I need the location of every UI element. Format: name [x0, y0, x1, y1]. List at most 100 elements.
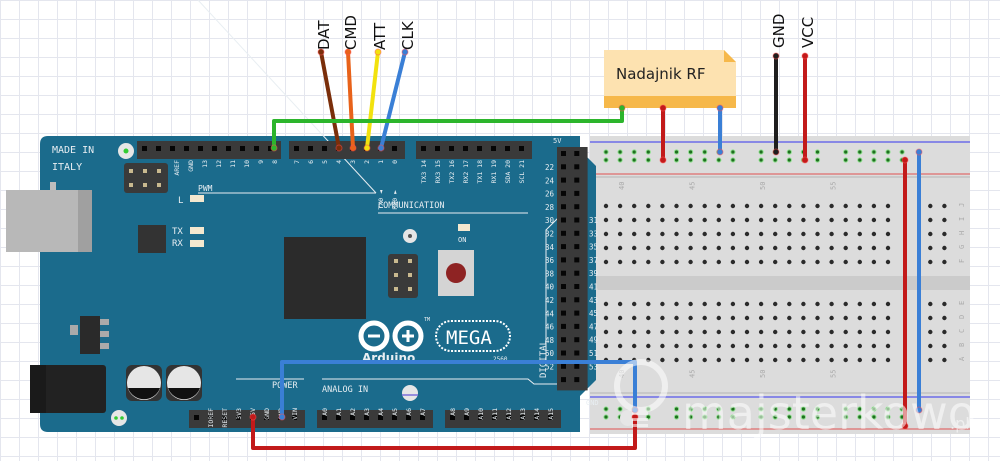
breadboard-hole[interactable] [688, 245, 693, 251]
breadboard-hole[interactable] [928, 203, 933, 209]
breadboard-hole[interactable] [716, 217, 721, 223]
breadboard-hole[interactable] [885, 301, 891, 307]
header-pin[interactable] [477, 146, 482, 151]
breadboard-hole[interactable] [942, 259, 947, 265]
breadboard-hole[interactable] [617, 203, 623, 209]
breadboard-hole[interactable] [829, 245, 834, 251]
breadboard-hole[interactable] [730, 217, 736, 223]
breadboard-hole[interactable] [617, 329, 623, 335]
breadboard-hole[interactable] [857, 231, 862, 237]
wire-endpoint[interactable] [659, 156, 667, 164]
breadboard-hole[interactable] [716, 259, 721, 265]
breadboard-hole[interactable] [857, 203, 862, 209]
breadboard-hole[interactable] [829, 259, 834, 265]
breadboard-hole[interactable] [942, 203, 947, 209]
wire-endpoint[interactable] [772, 148, 780, 156]
header-pin[interactable] [574, 190, 580, 196]
breadboard-hole[interactable] [857, 343, 862, 349]
breadboard-hole[interactable] [829, 343, 834, 349]
breadboard-hole[interactable] [885, 357, 891, 363]
breadboard-hole[interactable] [646, 259, 651, 265]
header-pin[interactable] [240, 146, 245, 151]
header-pin[interactable] [561, 297, 566, 303]
header-pin[interactable] [478, 415, 483, 420]
breadboard-hole[interactable] [885, 343, 891, 349]
breadboard-hole[interactable] [787, 259, 792, 265]
breadboard-hole[interactable] [660, 259, 665, 265]
header-pin[interactable] [561, 164, 566, 170]
breadboard-hole[interactable] [730, 343, 736, 349]
breadboard-hole[interactable] [758, 301, 764, 307]
header-pin[interactable] [574, 350, 580, 356]
breadboard-hole[interactable] [603, 343, 609, 349]
breadboard-hole[interactable] [758, 245, 764, 251]
breadboard-hole[interactable] [603, 203, 609, 209]
header-pin[interactable] [184, 146, 189, 151]
breadboard-hole[interactable] [801, 231, 806, 237]
breadboard-hole[interactable] [843, 245, 848, 251]
breadboard-hole[interactable] [730, 231, 736, 237]
header-pin[interactable] [264, 415, 269, 420]
breadboard-hole[interactable] [773, 259, 778, 265]
breadboard-hole[interactable] [773, 315, 778, 321]
breadboard-hole[interactable] [843, 259, 848, 265]
breadboard-hole[interactable] [829, 231, 834, 237]
breadboard-hole[interactable] [815, 217, 820, 223]
wire-endpoint[interactable] [374, 48, 382, 56]
header-pin[interactable] [464, 415, 469, 420]
breadboard-hole[interactable] [773, 245, 778, 251]
breadboard-hole[interactable] [942, 357, 947, 363]
breadboard-hole[interactable] [758, 357, 764, 363]
header-pin[interactable] [226, 146, 231, 151]
breadboard-hole[interactable] [660, 301, 665, 307]
header-pin[interactable] [156, 146, 161, 151]
breadboard-hole[interactable] [815, 315, 820, 321]
breadboard-hole[interactable] [857, 329, 862, 335]
breadboard-hole[interactable] [843, 357, 848, 363]
header-pin[interactable] [561, 350, 566, 356]
header-pin[interactable] [574, 270, 580, 276]
breadboard-hole[interactable] [688, 329, 693, 335]
breadboard-hole[interactable] [829, 301, 834, 307]
header-pin[interactable] [574, 297, 580, 303]
breadboard-hole[interactable] [885, 203, 891, 209]
breadboard-hole[interactable] [617, 245, 623, 251]
breadboard-hole[interactable] [801, 329, 806, 335]
header-pin[interactable] [294, 146, 299, 151]
breadboard-hole[interactable] [730, 245, 736, 251]
breadboard-hole[interactable] [928, 245, 933, 251]
header-pin[interactable] [561, 177, 566, 183]
breadboard-hole[interactable] [857, 217, 862, 223]
breadboard-hole[interactable] [603, 259, 609, 265]
breadboard-hole[interactable] [730, 203, 736, 209]
breadboard-hole[interactable] [871, 259, 877, 265]
breadboard-hole[interactable] [843, 343, 848, 349]
breadboard-hole[interactable] [603, 301, 609, 307]
breadboard-hole[interactable] [646, 343, 651, 349]
wire-endpoint[interactable] [317, 48, 325, 56]
header-pin[interactable] [449, 146, 454, 151]
breadboard-hole[interactable] [871, 357, 877, 363]
breadboard-hole[interactable] [688, 231, 693, 237]
wire-endpoint[interactable] [901, 156, 909, 164]
breadboard-hole[interactable] [617, 301, 623, 307]
breadboard-hole[interactable] [660, 245, 665, 251]
breadboard-hole[interactable] [674, 329, 679, 335]
breadboard-hole[interactable] [660, 315, 665, 321]
breadboard-hole[interactable] [632, 245, 637, 251]
wire-endpoint[interactable] [901, 422, 909, 430]
header-pin[interactable] [574, 151, 580, 156]
breadboard-hole[interactable] [871, 231, 877, 237]
breadboard-hole[interactable] [787, 329, 792, 335]
breadboard-hole[interactable] [632, 203, 637, 209]
wire-endpoint[interactable] [344, 48, 352, 56]
breadboard-hole[interactable] [716, 315, 721, 321]
breadboard-hole[interactable] [646, 217, 651, 223]
breadboard-hole[interactable] [857, 315, 862, 321]
breadboard-hole[interactable] [688, 203, 693, 209]
breadboard-hole[interactable] [617, 343, 623, 349]
breadboard-hole[interactable] [885, 217, 891, 223]
wire-endpoint[interactable] [278, 413, 286, 421]
breadboard-hole[interactable] [928, 329, 933, 335]
breadboard-hole[interactable] [646, 315, 651, 321]
